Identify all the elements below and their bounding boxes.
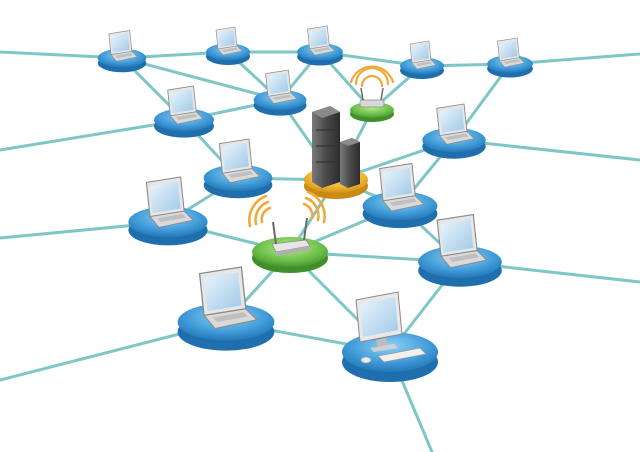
laptop-node — [154, 85, 214, 138]
laptop-icon — [265, 69, 298, 104]
laptop-icon — [145, 176, 195, 228]
server-hub — [304, 106, 368, 199]
laptop-node — [177, 266, 275, 351]
laptop-nodes — [97, 25, 533, 351]
laptop-icon — [307, 25, 336, 56]
laptop-icon — [379, 162, 425, 212]
router-node-center — [248, 190, 328, 273]
wifi-signal-icon — [248, 190, 326, 228]
cable — [0, 118, 186, 152]
laptop-node — [487, 37, 533, 78]
laptop-icon — [215, 26, 243, 56]
wireless-router-icon — [271, 217, 311, 256]
laptop-icon — [218, 138, 261, 184]
laptop-node — [128, 176, 208, 246]
laptop-node — [297, 25, 343, 66]
server-tower-icon — [312, 106, 360, 188]
laptop-icon — [497, 37, 526, 68]
cable — [452, 138, 640, 162]
cable — [120, 56, 282, 102]
wifi-signal-icon — [349, 65, 395, 88]
desktop-node — [342, 291, 438, 382]
laptop-node — [253, 69, 307, 116]
wireless-router-icon — [359, 87, 385, 108]
laptop-icon — [436, 213, 488, 269]
laptop-node — [418, 213, 502, 287]
laptop-node — [422, 103, 486, 159]
laptop-icon — [436, 103, 475, 145]
laptop-icon — [108, 30, 138, 62]
laptop-icon — [409, 40, 437, 70]
router-node-top — [349, 65, 395, 122]
laptop-node — [203, 138, 273, 199]
laptop-node — [400, 40, 444, 79]
laptop-icon — [198, 266, 258, 330]
laptop-node — [362, 162, 438, 229]
laptop-node — [97, 30, 147, 73]
laptop-icon — [167, 85, 204, 125]
desktop-computer-icon — [355, 291, 427, 364]
laptop-node — [206, 26, 250, 65]
